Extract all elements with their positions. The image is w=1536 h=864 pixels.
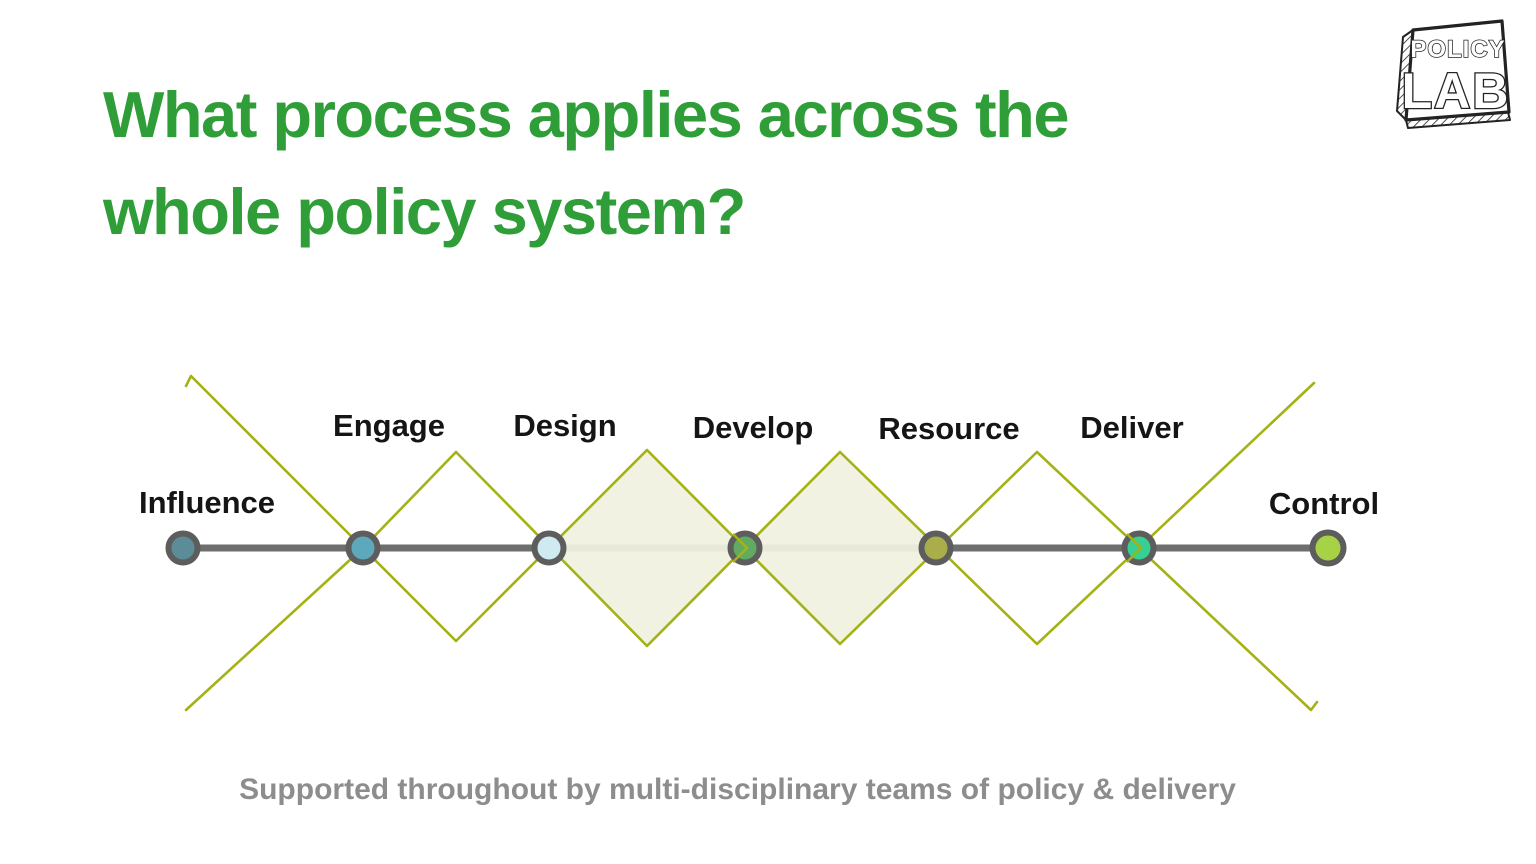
node-develop (727, 530, 763, 566)
stage-label-design: Design (513, 408, 617, 443)
diamond-design-develop (549, 450, 745, 646)
stage-label-develop: Develop (692, 410, 814, 445)
node-influence (165, 530, 201, 566)
policy-lab-logo: POLICY LAB (1396, 19, 1511, 129)
chevron-deliver (1126, 533, 1143, 563)
stage-label-influence: Influence (138, 485, 276, 520)
node-deliver (1121, 530, 1157, 566)
logo-box-face (1404, 19, 1511, 122)
chevron-develop (732, 533, 749, 563)
diamond-develop-resource (745, 452, 936, 644)
stage-label-control: Control (1268, 486, 1380, 521)
logo-text-policy: POLICY (1410, 36, 1505, 63)
node-resource (918, 530, 954, 566)
node-control (1309, 529, 1347, 567)
title-line-2: whole policy system? (103, 175, 746, 248)
node-engage (345, 530, 381, 566)
title-line-1: What process applies across the (103, 78, 1069, 151)
stage-label-deliver: Deliver (1080, 410, 1184, 445)
stage-label-resource: Resource (878, 411, 1020, 446)
caption: Supported throughout by multi-disciplina… (239, 773, 1236, 806)
page-title: What process applies across the whole po… (103, 66, 1069, 260)
logo-text-lab: LAB (1402, 63, 1511, 119)
node-design (531, 530, 567, 566)
stage-label-engage: Engage (333, 408, 445, 443)
